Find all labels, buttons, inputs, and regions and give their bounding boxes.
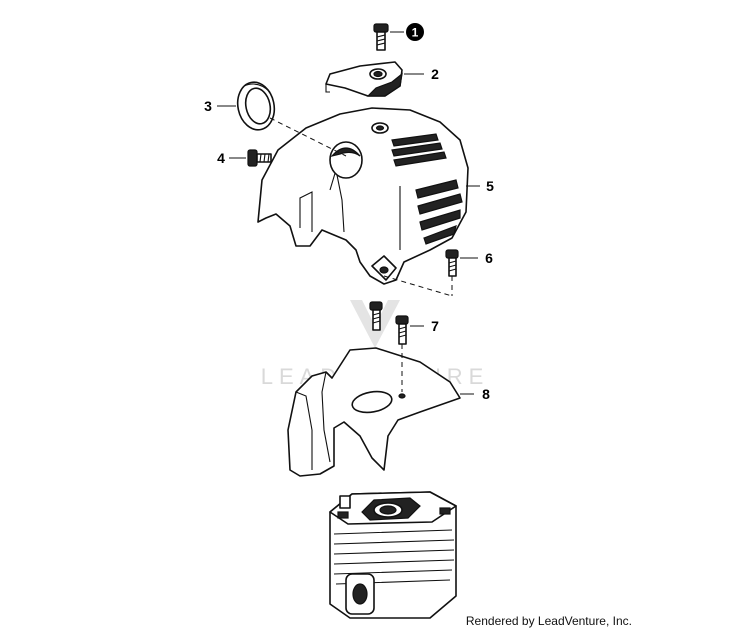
part-3-grommet (236, 81, 276, 131)
callout-4: 4 (217, 150, 225, 166)
callout-1: 1 (406, 23, 424, 41)
part-4-bolt (247, 149, 272, 167)
part-7-bolts (369, 301, 409, 345)
callout-badge (406, 23, 424, 41)
part-2-cap (325, 61, 403, 97)
watermark-logo-icon (350, 300, 400, 348)
callout-5: 5 (486, 178, 494, 194)
callout-3: 3 (204, 98, 212, 114)
callout-2: 2 (431, 66, 439, 82)
part-8-heat-shield (287, 347, 461, 477)
part-6-bolt (445, 249, 459, 277)
guide-lines (269, 117, 453, 392)
part-5-shroud (257, 107, 469, 285)
callout-label: 1 (412, 26, 419, 40)
callout-8: 8 (482, 386, 490, 402)
render-credit: Rendered by LeadVenture, Inc. (466, 614, 632, 628)
cylinder-assembly (329, 491, 457, 619)
callout-6: 6 (485, 250, 493, 266)
part-1-screw (373, 23, 389, 51)
callout-leaders (217, 31, 480, 395)
callout-7: 7 (431, 318, 439, 334)
